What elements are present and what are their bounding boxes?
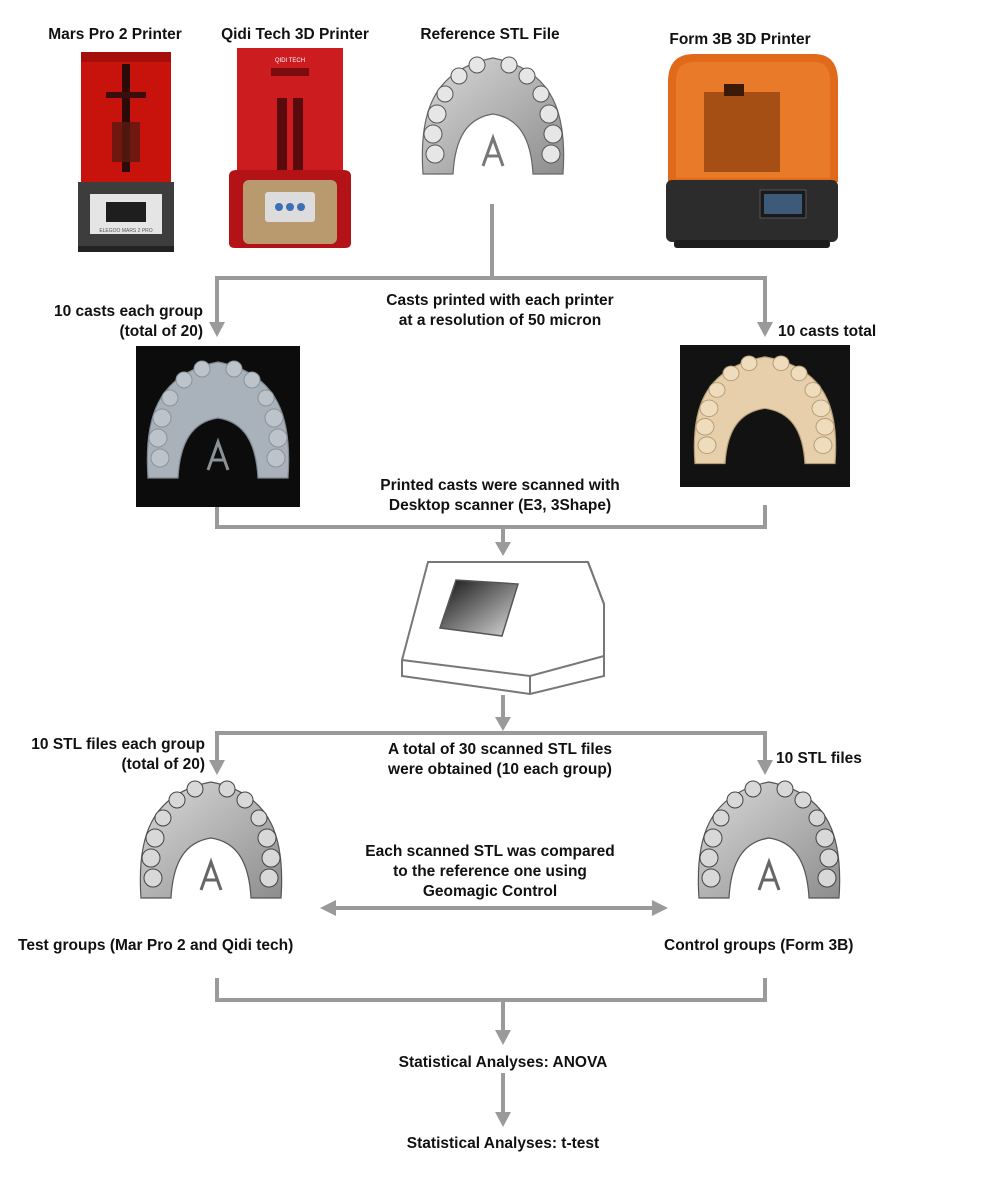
compare-line2: to the reference one using <box>393 863 587 880</box>
reference-stl-image <box>421 56 565 175</box>
form3b-printer-image <box>666 54 838 248</box>
scan-line2: Desktop scanner (E3, 3Shape) <box>388 497 612 514</box>
stl-center-line2: were obtained (10 each group) <box>388 761 612 778</box>
scan-line1: Printed casts were scanned with <box>380 477 620 494</box>
desktop-scanner-image <box>401 561 605 696</box>
beige-cast-photo <box>680 345 850 487</box>
casts-left-line2: (total of 20) <box>119 323 203 340</box>
casts-left-line1: 10 casts each group <box>53 303 203 320</box>
control-group-stl-image <box>697 780 841 899</box>
test-group-stl-image <box>139 780 283 899</box>
form3b-printer-label: Form 3B 3D Printer <box>669 31 811 48</box>
stl-center-line1: A total of 30 scanned STL files <box>388 741 612 758</box>
mars-printer-image: ELEGOO MARS 2 PRO <box>78 52 174 252</box>
qidi-printer-image: QIDI TECH <box>229 48 351 248</box>
stats-ttest-label: Statistical Analyses: t-test <box>406 1135 600 1152</box>
reference-stl-label: Reference STL File <box>420 26 560 43</box>
stl-left-line1: 10 STL files each group <box>31 736 205 753</box>
stl-left-line2: (total of 20) <box>121 756 205 773</box>
casts-center-line2: at a resolution of 50 micron <box>398 312 602 329</box>
test-groups-label: Test groups (Mar Pro 2 and Qidi tech) <box>18 937 294 954</box>
casts-right-label: 10 casts total <box>778 323 877 340</box>
control-groups-label: Control groups (Form 3B) <box>664 937 854 954</box>
qidi-printer-label: Qidi Tech 3D Printer <box>221 26 369 43</box>
stats-anova-label: Statistical Analyses: ANOVA <box>398 1054 608 1071</box>
stl-right-label: 10 STL files <box>776 750 862 767</box>
mars-brand-text: ELEGOO MARS 2 PRO <box>99 228 152 234</box>
compare-line1: Each scanned STL was compared <box>365 843 615 860</box>
casts-center-line1: Casts printed with each printer <box>386 292 614 309</box>
gray-cast-photo <box>136 346 300 507</box>
qidi-brand-text: QIDI TECH <box>275 58 305 64</box>
compare-line3: Geomagic Control <box>422 883 558 900</box>
mars-printer-label: Mars Pro 2 Printer <box>48 26 182 43</box>
